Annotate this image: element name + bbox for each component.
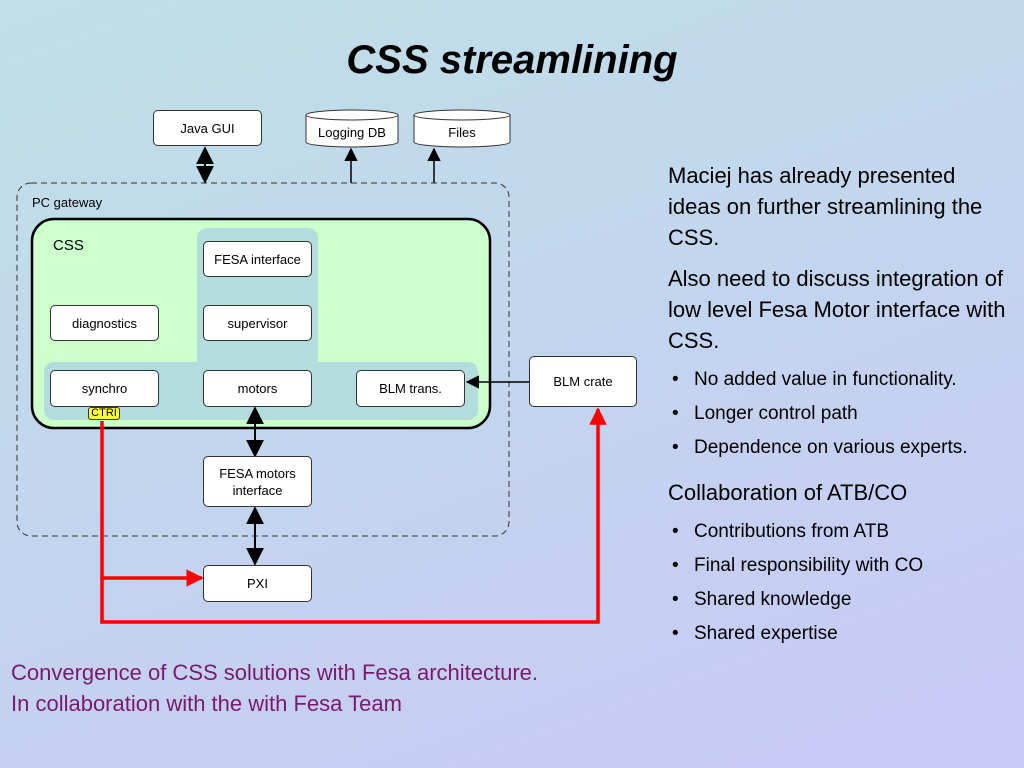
pc-gateway-label: PC gateway xyxy=(32,195,103,210)
css-label: CSS xyxy=(53,237,84,254)
java-gui-box: Java GUI xyxy=(153,110,262,146)
blm-crate-box: BLM crate xyxy=(529,356,637,407)
bottom-note-line2: In collaboration with the with Fesa Team xyxy=(11,691,402,716)
fesa-interface-box: FESA interface xyxy=(203,241,312,277)
synchro-box: synchro xyxy=(50,370,159,407)
red-path-ctri-to-blm-crate xyxy=(100,407,607,624)
logging-db-label: Logging DB xyxy=(318,124,386,140)
bullet-item: Shared knowledge xyxy=(668,586,1008,613)
bullet-item: Shared expertise xyxy=(668,620,1008,647)
pxi-box: PXI xyxy=(203,565,312,602)
slide-title: CSS streamlining xyxy=(346,38,678,82)
fesa-motors-line2: interface xyxy=(232,482,283,498)
bullet-item: No added value in functionality. xyxy=(668,366,1008,393)
bullet-item: Final responsibility with CO xyxy=(668,552,1008,579)
para-1: Maciej has already presented ideas on fu… xyxy=(668,163,983,250)
para-2: Also need to discuss integration of low … xyxy=(668,266,1006,353)
bullet-item: Contributions from ATB xyxy=(668,518,1008,545)
fesa-motors-line1: FESA motors xyxy=(219,465,296,481)
supervisor-box: supervisor xyxy=(203,305,312,341)
blm-trans-box: BLM trans. xyxy=(356,370,465,407)
motors-box: motors xyxy=(203,370,312,407)
ctri-tag: CTRI xyxy=(88,407,120,420)
bullet-list-1: No added value in functionality. Longer … xyxy=(668,366,1008,461)
right-text-panel: Maciej has already presented ideas on fu… xyxy=(668,160,1008,655)
bullet-item: Longer control path xyxy=(668,400,1008,427)
bottom-note: Convergence of CSS solutions with Fesa a… xyxy=(11,657,651,719)
fesa-motors-interface-box: FESA motors interface xyxy=(203,456,312,507)
bullet-list-2: Contributions from ATB Final responsibil… xyxy=(668,518,1008,647)
bottom-note-line1: Convergence of CSS solutions with Fesa a… xyxy=(11,660,539,685)
files-label: Files xyxy=(448,124,476,140)
logging-db-cylinder xyxy=(305,109,399,148)
diagnostics-box: diagnostics xyxy=(50,305,159,341)
red-path-ctri-to-pxi xyxy=(100,421,204,587)
collaboration-heading: Collaboration of ATB/CO xyxy=(668,480,908,505)
files-cylinder xyxy=(413,109,511,148)
bullet-item: Dependence on various experts. xyxy=(668,434,1008,461)
